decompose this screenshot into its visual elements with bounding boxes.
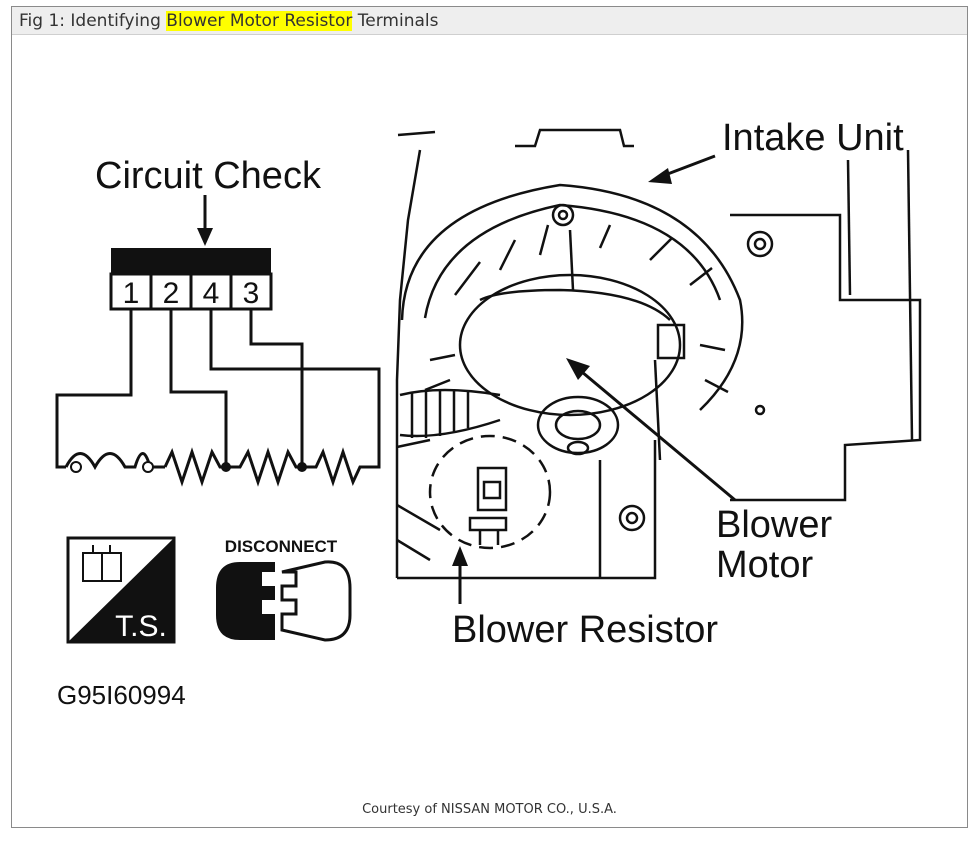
disconnect-connector-icon	[216, 560, 352, 642]
pin-2-label: 2	[163, 277, 180, 310]
blower-motor-label-line2: Motor	[716, 544, 813, 586]
pin-4-label: 4	[203, 277, 220, 310]
blower-resistor-arrow-icon	[452, 546, 468, 604]
disconnect-label: DISCONNECT	[225, 537, 338, 556]
figure-caption: Fig 1: Identifying Blower Motor Resistor…	[19, 11, 438, 31]
blower-resistor-label: Blower Resistor	[452, 609, 718, 651]
figure-code: G95I60994	[57, 680, 186, 710]
resistor-wiring	[55, 309, 381, 487]
intake-unit-label: Intake Unit	[722, 117, 904, 159]
junction-node	[221, 462, 231, 472]
caption-suffix: Terminals	[352, 11, 439, 31]
connector-block: 1 2 4 3	[109, 248, 273, 311]
caption-highlight: Blower Motor Resistor	[166, 11, 353, 31]
caption-prefix: Fig 1: Identifying	[19, 11, 167, 31]
courtesy-credit: Courtesy of NISSAN MOTOR CO., U.S.A.	[362, 802, 617, 817]
terminal-node	[70, 461, 82, 473]
down-arrow-icon	[197, 195, 213, 246]
junction-node	[297, 462, 307, 472]
circuit-check-label: Circuit Check	[95, 155, 322, 197]
intake-unit-arrow-icon	[648, 154, 716, 184]
caption-bar: Fig 1: Identifying Blower Motor Resistor…	[12, 7, 967, 35]
blower-assembly-illustration	[395, 128, 922, 580]
resistor-highlight-circle	[428, 434, 552, 550]
figure-frame: Fig 1: Identifying Blower Motor Resistor…	[11, 6, 968, 828]
blower-motor-label-line1: Blower	[716, 504, 832, 546]
ts-label: T.S.	[115, 610, 167, 643]
terminal-node	[142, 461, 154, 473]
pin-3-label: 3	[243, 277, 260, 310]
blower-motor-arrow-icon	[566, 358, 736, 502]
pin-1-label: 1	[123, 277, 140, 310]
test-symbol-icon: T.S.	[66, 536, 176, 644]
